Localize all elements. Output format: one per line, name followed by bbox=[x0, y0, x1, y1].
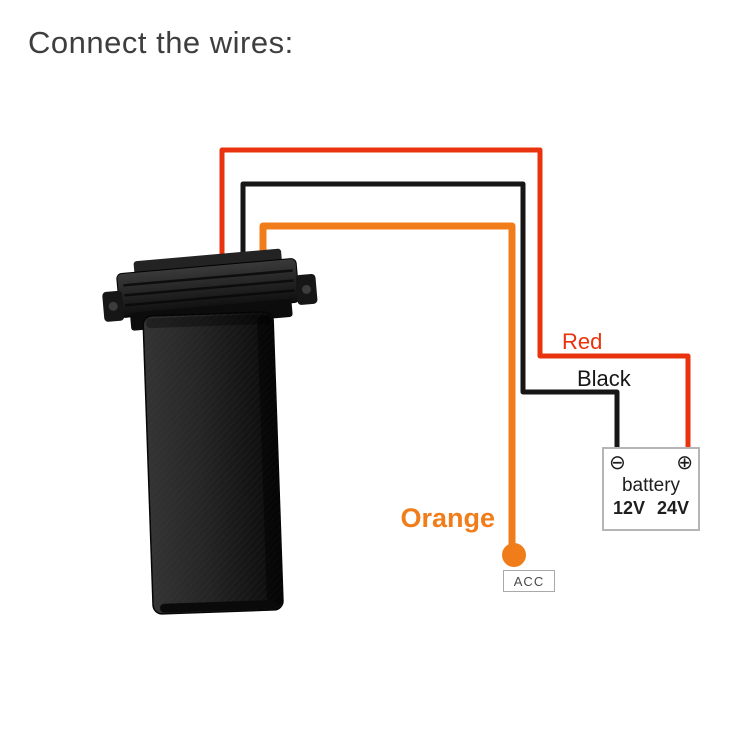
battery-label: battery bbox=[621, 475, 681, 496]
acc-wire-end-dot bbox=[502, 543, 526, 567]
acc-label: ACC bbox=[513, 573, 545, 589]
orange-wire bbox=[259, 222, 516, 552]
battery-terminals: ⊖ ⊕ bbox=[604, 449, 698, 474]
red-wire bbox=[219, 147, 691, 454]
battery-box: ⊖ ⊕ battery 12V 24V bbox=[602, 447, 700, 531]
page-title: Connect the wires: bbox=[28, 25, 294, 60]
red-wire-label: Red bbox=[562, 329, 603, 354]
battery-voltage-12v: 12V bbox=[612, 498, 645, 518]
acc-connector-box: ACC bbox=[503, 570, 555, 592]
orange-wire-label: Orange bbox=[400, 503, 495, 533]
device bbox=[102, 248, 318, 615]
minus-terminal-icon: ⊖ bbox=[609, 450, 626, 474]
black-wire-label: Black bbox=[577, 366, 631, 391]
black-wire bbox=[240, 181, 620, 454]
battery-voltages: 12V 24V bbox=[613, 498, 689, 519]
battery-voltage-24v: 24V bbox=[657, 498, 690, 518]
plus-terminal-icon: ⊕ bbox=[676, 450, 693, 474]
